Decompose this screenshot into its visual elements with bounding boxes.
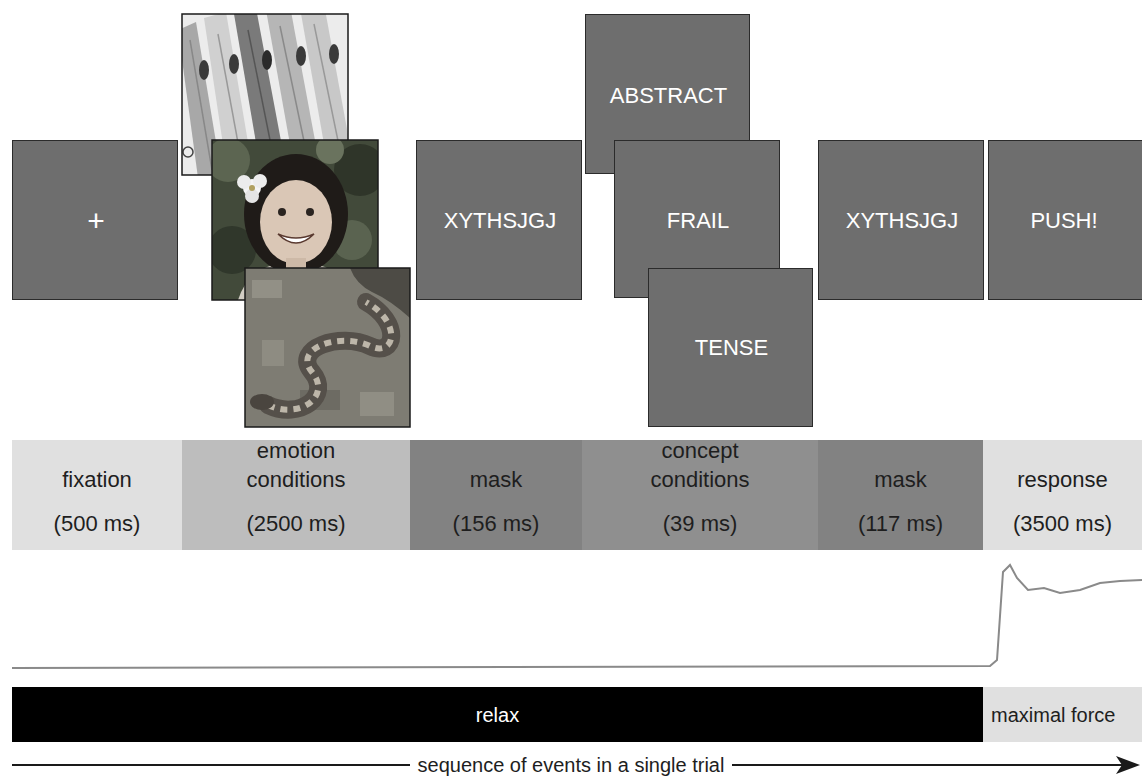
girl-photo xyxy=(278,234,314,243)
stimulus-screen: PUSH! xyxy=(988,140,1142,300)
girl-photo xyxy=(245,189,259,203)
girl-photo xyxy=(316,140,344,164)
clothespin-photo xyxy=(262,50,272,70)
clothespin-photo xyxy=(314,24,344,170)
snake-photo xyxy=(250,394,274,410)
girl-photo xyxy=(306,208,314,216)
stimulus-screen: + xyxy=(12,140,178,300)
phase-band: mask (156 ms) xyxy=(410,440,582,550)
phase-band: concept conditions(39 ms) xyxy=(582,440,818,550)
snake-photo xyxy=(250,268,410,416)
phase-band: response (3500 ms) xyxy=(983,440,1142,550)
snake-photo xyxy=(252,280,282,298)
stimulus-screen: XYTHSJGJ xyxy=(818,140,984,300)
phase-duration: (500 ms) xyxy=(54,509,141,538)
clothespin-photo xyxy=(329,44,339,64)
clothespin-photo xyxy=(199,60,209,80)
effort-bar: relax xyxy=(12,687,983,742)
screen-text: XYTHSJGJ xyxy=(444,208,556,234)
girl-photo xyxy=(249,185,255,191)
girl-photo xyxy=(278,208,286,216)
phase-duration: (156 ms) xyxy=(453,509,540,538)
phase-name: mask xyxy=(470,465,523,494)
girl-photo xyxy=(237,175,251,189)
phase-band: emotion conditions(2500 ms) xyxy=(182,440,410,550)
snake-photo xyxy=(360,392,394,416)
phase-name: mask xyxy=(874,465,927,494)
effort-label: maximal force xyxy=(991,703,1115,727)
phase-band: fixation (500 ms) xyxy=(12,440,182,550)
screen-text: ABSTRACT xyxy=(610,83,727,109)
phase-name: concept conditions xyxy=(630,436,770,494)
phase-duration: (3500 ms) xyxy=(1013,509,1112,538)
girl-photo xyxy=(253,174,267,188)
screen-text: XYTHSJGJ xyxy=(846,208,958,234)
screen-text: FRAIL xyxy=(667,208,729,234)
axis-caption: sequence of events in a single trial xyxy=(410,753,733,777)
snake-photo xyxy=(268,302,391,410)
clothespin-photo xyxy=(183,147,193,157)
snake-photo xyxy=(245,268,410,427)
stimulus-screen: TENSE xyxy=(648,268,813,427)
snake-photo xyxy=(245,268,410,427)
phase-duration: (117 ms) xyxy=(858,509,943,538)
stimulus-screen: XYTHSJGJ xyxy=(416,140,582,300)
girl-photo xyxy=(244,154,348,274)
effort-label: relax xyxy=(476,703,519,727)
girl-photo xyxy=(260,180,332,264)
clothespin-photo xyxy=(296,46,306,66)
snake-photo xyxy=(262,340,284,366)
clothespin-photo xyxy=(229,54,239,74)
snake-photo xyxy=(245,268,410,427)
screen-text: + xyxy=(87,203,105,239)
time-arrow xyxy=(1116,756,1140,774)
screen-text: TENSE xyxy=(695,335,768,361)
phase-band: mask (117 ms) xyxy=(818,440,983,550)
force-trace xyxy=(12,565,1142,668)
phase-duration: (39 ms) xyxy=(663,509,738,538)
phase-name: emotion conditions xyxy=(226,436,366,494)
effort-bar: maximal force xyxy=(983,687,1142,742)
phase-name: response xyxy=(1017,465,1108,494)
snake-photo xyxy=(268,302,391,410)
phase-duration: (2500 ms) xyxy=(246,509,345,538)
phase-name: fixation xyxy=(62,465,132,494)
screen-text: PUSH! xyxy=(1030,208,1097,234)
